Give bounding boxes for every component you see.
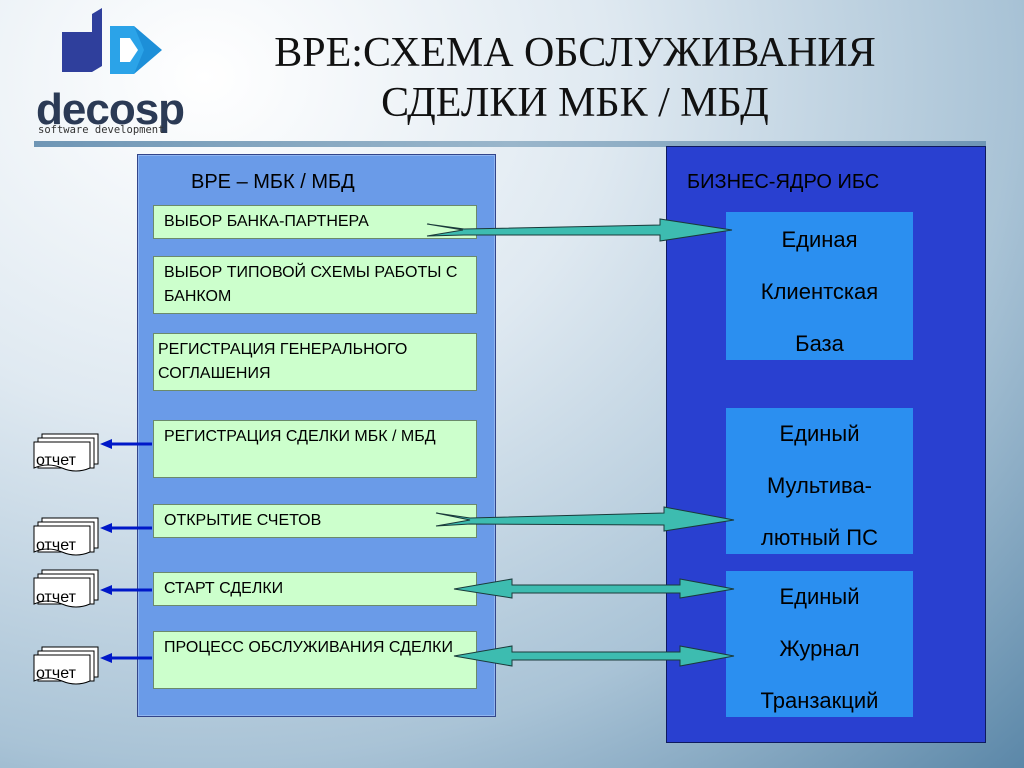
step-register-agreement[interactable]: РЕГИСТРАЦИЯ ГЕНЕРАЛЬНОГО СОГЛАШЕНИЯ [153, 333, 477, 391]
report-label: отчет [36, 452, 76, 469]
page-title: ВРЕ:СХЕМА ОБСЛУЖИВАНИЯ СДЕЛКИ МБК / МБД [215, 28, 935, 128]
decosp-logo-mark [62, 8, 162, 74]
bre-panel-title: ВРЕ – МБК / МБД [191, 171, 355, 193]
unified-client-base[interactable]: Единая Клиентская База [726, 212, 913, 360]
logo-subtitle: software development [38, 124, 165, 136]
step-choose-partner-bank[interactable]: ВЫБОР БАНКА-ПАРТНЕРА [153, 205, 477, 239]
step-start-deal[interactable]: СТАРТ СДЕЛКИ [153, 572, 477, 606]
core-line: Транзакций [760, 688, 879, 713]
report-label: отчет [36, 537, 76, 554]
report-label: отчет [36, 589, 76, 606]
unified-transaction-journal[interactable]: Единый Журнал Транзакций [726, 571, 913, 717]
step-choose-scheme[interactable]: ВЫБОР ТИПОВОЙ СХЕМЫ РАБОТЫ С БАНКОМ [153, 256, 477, 314]
logo-wordmark: decosp [36, 85, 185, 134]
step-deal-service-process[interactable]: ПРОЦЕСС ОБСЛУЖИВАНИЯ СДЕЛКИ [153, 631, 477, 689]
core-line: Журнал [779, 636, 860, 661]
page-title-line-2: СДЕЛКИ МБК / МБД [381, 80, 769, 126]
page-title-line-1: ВРЕ:СХЕМА ОБСЛУЖИВАНИЯ [274, 30, 876, 76]
step-open-accounts[interactable]: ОТКРЫТИЕ СЧЕТОВ [153, 504, 477, 538]
core-line: Мультива- [766, 473, 873, 498]
core-line: лютный ПС [761, 525, 878, 550]
report-label: отчет [36, 665, 76, 682]
core-line: Клиентская [760, 279, 879, 304]
core-line: Единый [779, 584, 860, 609]
unified-payment-system[interactable]: Единый Мультива- лютный ПС [726, 408, 913, 554]
title-divider [34, 141, 986, 147]
decosp-logo [30, 6, 190, 136]
core-line: Единая [781, 227, 858, 252]
core-line: База [795, 331, 844, 356]
step-register-deal[interactable]: РЕГИСТРАЦИЯ СДЕЛКИ МБК / МБД [153, 420, 477, 478]
business-core-title: БИЗНЕС-ЯДРО ИБС [687, 171, 880, 193]
core-line: Единый [779, 421, 860, 446]
